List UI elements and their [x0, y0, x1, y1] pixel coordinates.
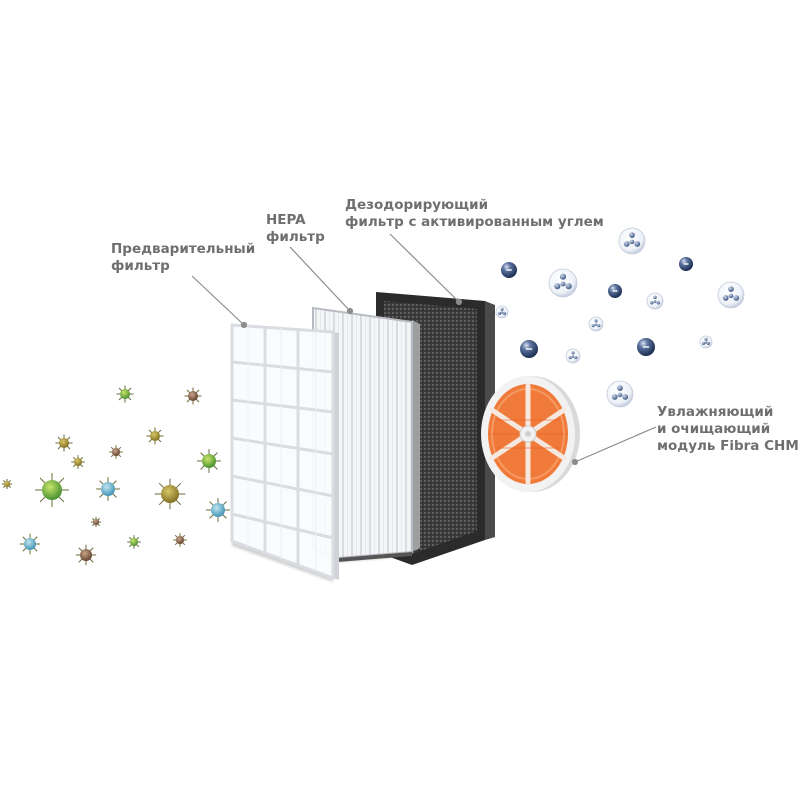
germ-icon	[127, 535, 141, 549]
water-molecule-icon	[717, 281, 745, 309]
germ-icon	[35, 473, 69, 507]
germ-icon	[154, 478, 186, 510]
ion-sphere-icon	[520, 340, 538, 358]
germ-icon	[55, 434, 73, 452]
germ-icon	[19, 533, 41, 555]
germ-icon	[206, 498, 230, 522]
hepa-label-line2: фильтр	[266, 229, 325, 245]
water-molecule-icon	[618, 227, 646, 255]
humidifier-module	[481, 376, 580, 492]
prefilter-label: Предварительный фильтр	[111, 241, 255, 275]
deodorizing-label-line1: Дезодорирующий	[345, 197, 489, 213]
water-molecule-icon	[548, 268, 578, 298]
water-molecule-icon	[606, 380, 634, 408]
humidifier-label-line3: модуль Fibra CHM	[657, 438, 799, 454]
ion-sphere-icon	[608, 284, 622, 298]
prefilter-label-line2: фильтр	[111, 258, 170, 274]
germ-icon	[173, 533, 187, 547]
germ-icon	[116, 385, 134, 403]
deodorizing-label: Дезодорирующий фильтр с активированным у…	[345, 197, 604, 231]
prefilter-label-line1: Предварительный	[111, 241, 256, 257]
germ-icon	[96, 477, 120, 501]
humidifier-label: Увлажняющий и очищающий модуль Fibra CHM	[657, 404, 799, 455]
germ-icon	[197, 449, 221, 473]
humidifier-label-line2: и очищающий	[657, 421, 771, 437]
germ-icon	[1, 478, 13, 490]
hepa-label-line1: HEPA	[266, 212, 306, 228]
germ-icon	[109, 445, 123, 459]
pollutant-particles	[1, 385, 230, 566]
water-molecule-icon	[565, 348, 581, 364]
germ-icon	[75, 544, 97, 566]
ion-sphere-icon	[501, 262, 517, 278]
humidifier-label-line1: Увлажняющий	[657, 404, 774, 420]
clean-air-particles	[495, 227, 745, 408]
pre-filter	[230, 323, 339, 581]
hepa-label: HEPA фильтр	[266, 212, 325, 246]
water-molecule-icon	[699, 335, 713, 349]
leader-lines	[191, 233, 657, 466]
water-molecule-icon	[495, 305, 509, 319]
ion-sphere-icon	[637, 338, 655, 356]
germ-icon	[90, 516, 102, 528]
deodorizing-label-line2: фильтр с активированным углем	[345, 214, 604, 230]
water-molecule-icon	[646, 292, 664, 310]
ion-sphere-icon	[679, 257, 693, 271]
germ-icon	[71, 455, 85, 469]
germ-icon	[184, 387, 202, 405]
germ-icon	[146, 427, 164, 445]
water-molecule-icon	[588, 316, 604, 332]
